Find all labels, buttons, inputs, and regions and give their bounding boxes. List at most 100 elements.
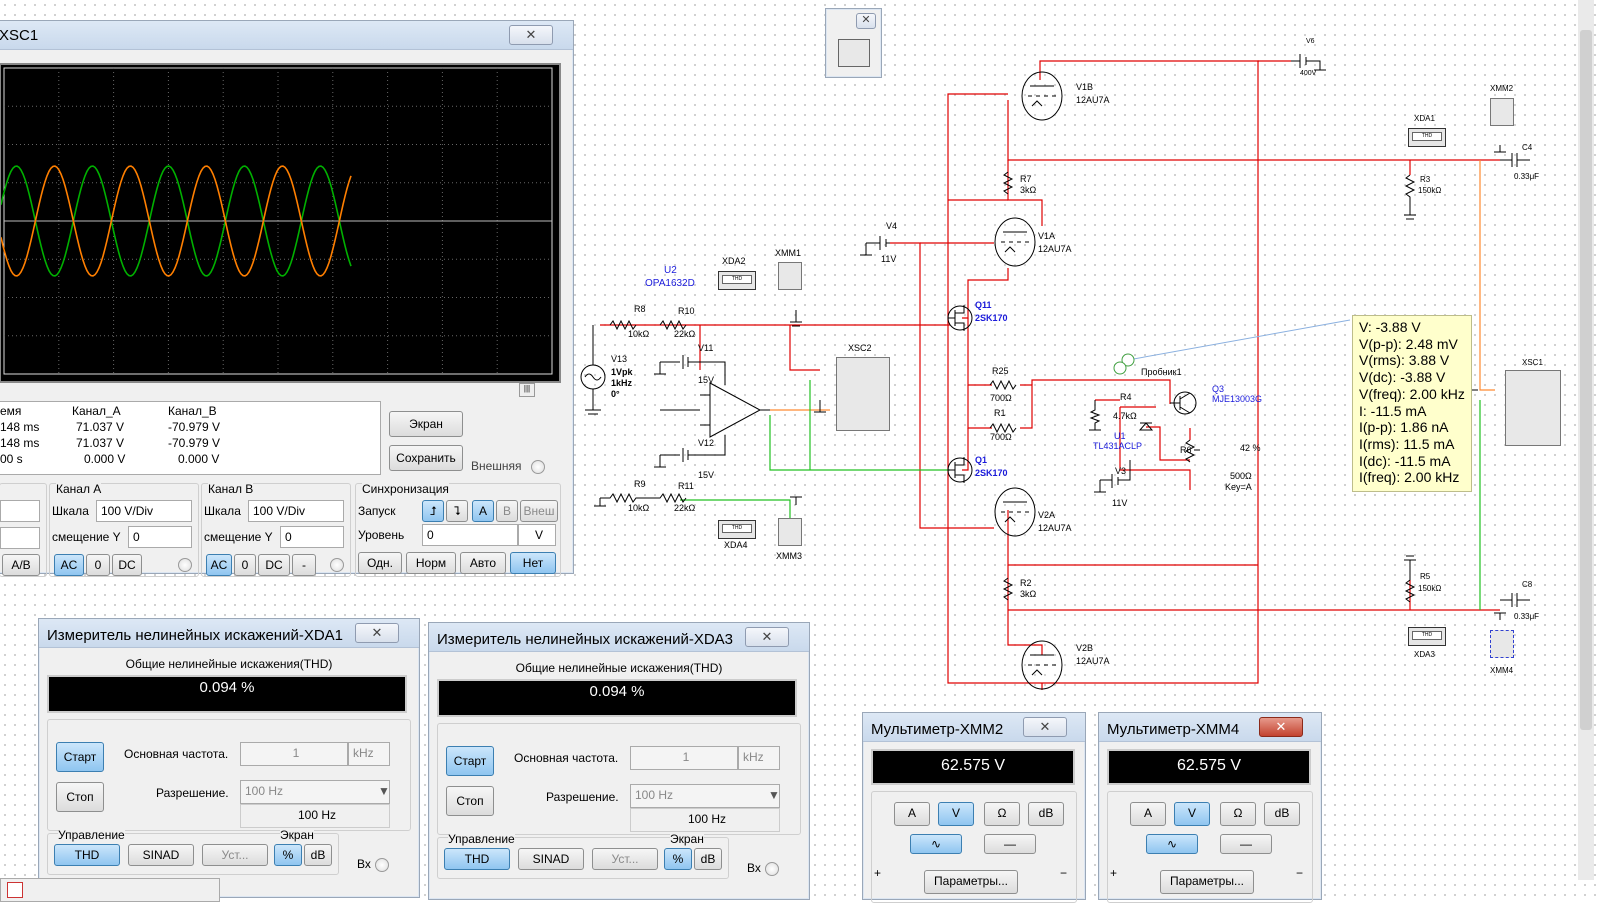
external-radio[interactable] [531,460,545,474]
level-unit[interactable]: V [518,524,556,546]
channel-a-dc-button[interactable]: DC [112,554,142,576]
close-icon[interactable]: ✕ [509,25,553,45]
close-icon[interactable]: ✕ [1259,717,1303,737]
mode-none-button[interactable]: Нет [510,552,556,574]
percent-button[interactable]: % [664,848,692,870]
xmm1-label: XMM1 [775,248,802,258]
xmm1-instrument[interactable] [778,262,802,290]
channel-a-scale-field[interactable]: 100 V/Div [96,500,192,522]
freq-unit[interactable]: kHz [348,742,390,766]
scrollbar-thumb[interactable] [1580,30,1592,730]
v3-value: 11V [1112,498,1128,508]
db-mode-button[interactable]: dB [1264,802,1300,826]
sinad-mode-button[interactable]: SINAD [518,848,584,870]
resolution-select[interactable]: 100 Hz [630,784,780,808]
multimeter-display: 62.575 V [871,749,1075,785]
save-button[interactable]: Сохранить [389,445,463,471]
stop-button[interactable]: Стоп [56,782,104,812]
timebase-scale-field[interactable] [0,500,40,522]
thd-display: 0.094 % [437,679,797,717]
ammeter-mode-button[interactable]: A [1130,802,1166,826]
chevron-down-icon[interactable]: ▼ [768,788,780,802]
xda2-instrument[interactable]: THD [718,271,756,290]
channel-a-radio[interactable] [178,558,192,572]
level-field[interactable]: 0 [422,524,518,546]
close-icon[interactable]: ✕ [355,623,399,643]
probe-tool-icon[interactable] [838,39,870,67]
xda3-instrument[interactable]: THD [1408,627,1446,646]
channel-a-offset-field[interactable]: 0 [128,526,192,548]
ammeter-mode-button[interactable]: A [894,802,930,826]
db-mode-button[interactable]: dB [1028,802,1064,826]
parameters-button[interactable]: Параметры... [1160,870,1254,894]
xmm2-titlebar[interactable]: Мультиметр-XMM2 ✕ [863,713,1085,742]
resolution-select[interactable]: 100 Hz [240,780,390,804]
channel-b-zero-button[interactable]: 0 [234,554,256,576]
xmm4-instrument[interactable] [1490,630,1514,658]
v13-frequency: 1kHz [611,378,633,388]
channel-b-offset-field[interactable]: 0 [280,526,344,548]
oscilloscope-titlebar[interactable]: XSC1 ✕ [0,21,573,50]
channel-a-zero-button[interactable]: 0 [86,554,110,576]
db-button[interactable]: dB [694,848,722,870]
trigger-source-b[interactable]: B [496,500,518,522]
thd-mode-button[interactable]: THD [54,844,120,866]
channel-b-ac-button[interactable]: AC [206,554,232,576]
ohmmeter-mode-button[interactable]: Ω [984,802,1020,826]
vertical-scrollbar[interactable] [1578,0,1594,880]
scope-scroll-grip[interactable]: ||| [519,383,535,397]
thd-mode-button[interactable]: THD [444,848,510,870]
percent-button[interactable]: % [274,844,302,866]
stop-button[interactable]: Стоп [446,786,494,816]
trigger-source-a[interactable]: A [472,500,494,522]
xmm3-instrument[interactable] [778,518,802,546]
ac-wave-icon[interactable]: ∿ [1146,834,1198,854]
xmm2-instrument[interactable] [1490,98,1514,126]
input-radio[interactable] [765,862,779,876]
minimized-window-tab[interactable] [0,878,220,902]
sinad-mode-button[interactable]: SINAD [128,844,194,866]
freq-field[interactable]: 1 [240,742,348,766]
start-button[interactable]: Старт [446,746,494,776]
settings-button[interactable]: Уст... [592,848,658,870]
voltmeter-mode-button[interactable]: V [1174,802,1210,826]
xsc2-instrument[interactable] [836,357,890,431]
settings-button[interactable]: Уст... [202,844,268,866]
voltmeter-mode-button[interactable]: V [938,802,974,826]
r2-label: R2 [1020,578,1032,588]
dc-line-icon[interactable]: — [1220,834,1272,854]
mode-normal-button[interactable]: Норм [406,552,456,574]
trigger-falling-edge-icon[interactable]: ⮧ [446,500,468,522]
freq-unit[interactable]: kHz [738,746,780,770]
timebase-offset-field[interactable] [0,527,40,549]
xda3-titlebar[interactable]: Измеритель нелинейных искажений-XDA3 ✕ [429,623,809,652]
channel-b-scale-field[interactable]: 100 V/Div [248,500,344,522]
xda4-instrument[interactable]: THD [718,520,756,539]
mode-auto-button[interactable]: Авто [460,552,506,574]
dc-line-icon[interactable]: — [984,834,1036,854]
xda1-instrument[interactable]: THD [1408,128,1446,147]
close-icon[interactable]: ✕ [856,13,876,29]
close-icon[interactable]: ✕ [745,627,789,647]
parameters-button[interactable]: Параметры... [924,870,1018,894]
channel-b-radio[interactable] [330,558,344,572]
trigger-source-ext[interactable]: Внеш [520,500,558,522]
channel-b-minus-button[interactable]: - [292,554,316,576]
xsc1-instrument[interactable] [1505,370,1561,446]
xda1-titlebar[interactable]: Измеритель нелинейных искажений-XDA1 ✕ [39,619,419,648]
channel-a-ac-button[interactable]: AC [54,554,84,576]
mode-single-button[interactable]: Одн. [358,552,402,574]
ab-button[interactable]: A/B [2,554,40,576]
close-icon[interactable]: ✕ [1023,717,1067,737]
ohmmeter-mode-button[interactable]: Ω [1220,802,1256,826]
freq-field[interactable]: 1 [630,746,738,770]
start-button[interactable]: Старт [56,742,104,772]
channel-b-dc-button[interactable]: DC [258,554,290,576]
chevron-down-icon[interactable]: ▼ [378,784,390,798]
input-radio[interactable] [375,858,389,872]
screen-button[interactable]: Экран [389,411,463,437]
trigger-rising-edge-icon[interactable]: ⮥ [422,500,444,522]
db-button[interactable]: dB [304,844,332,866]
ac-wave-icon[interactable]: ∿ [910,834,962,854]
xmm4-titlebar[interactable]: Мультиметр-XMM4 ✕ [1099,713,1321,742]
